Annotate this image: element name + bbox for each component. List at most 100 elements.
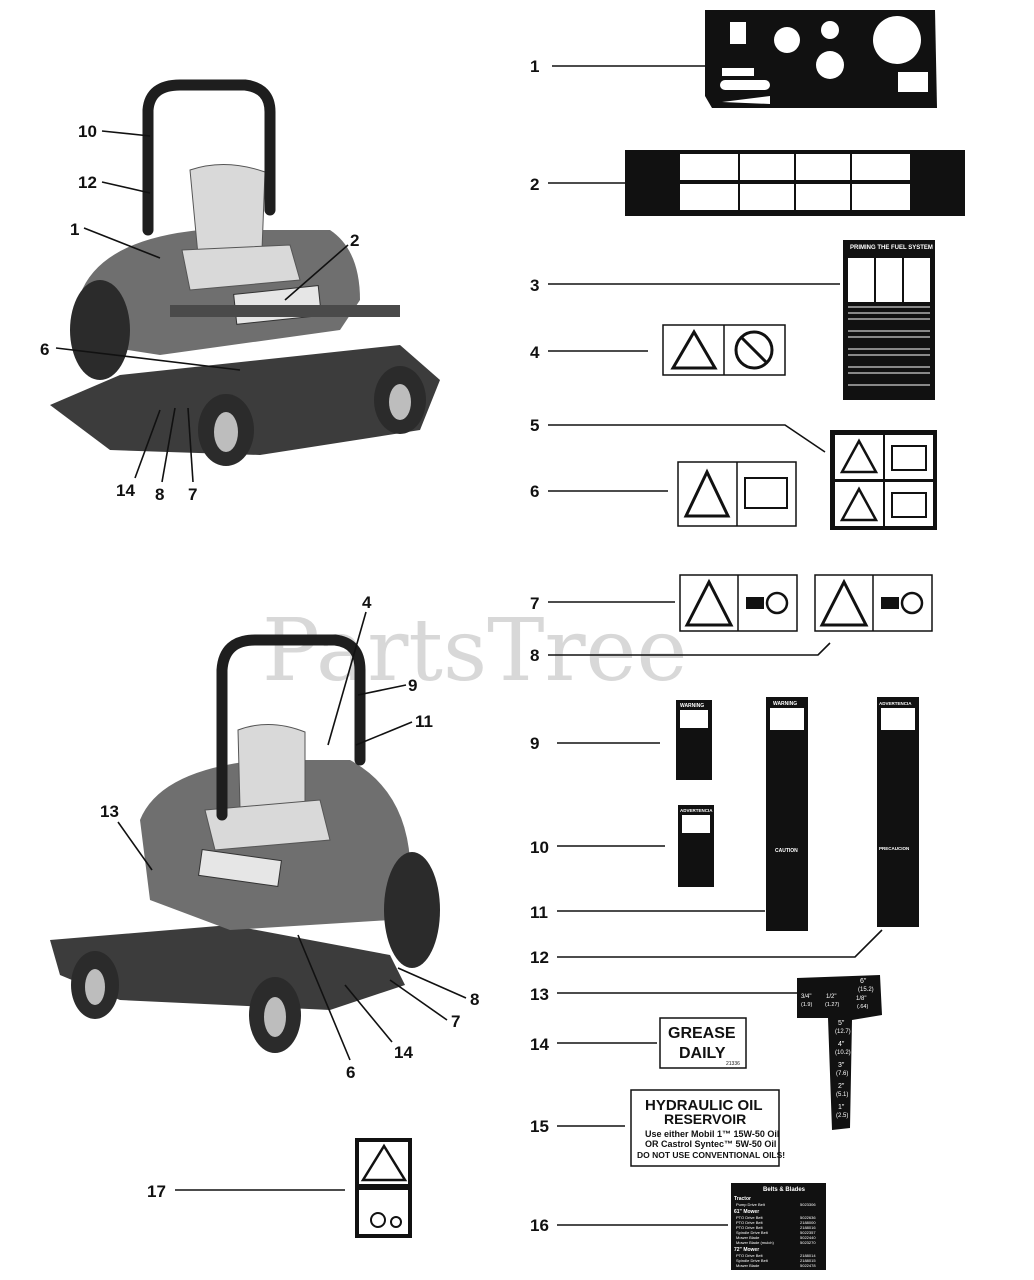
callout-9: 9 xyxy=(408,676,417,695)
decal-callout-17: 17 xyxy=(147,1182,166,1201)
decal-14-grease-daily: GREASE DAILY 21336 xyxy=(659,1017,747,1069)
decal-16-row-no: 2188014 xyxy=(800,1253,816,1258)
decal-12-rops-advertencia: ADVERTENCIA PRECAUCION xyxy=(877,697,919,927)
decal-13-tick-3-4: 3/4" xyxy=(801,994,811,1000)
decal-16-row-no: 2188015 xyxy=(800,1258,816,1263)
decal-13-tick-2-cm: (5.1) xyxy=(836,1092,848,1098)
decal-callout-4: 4 xyxy=(530,343,540,362)
decal-16-row-no: 5023306 xyxy=(800,1202,816,1207)
callouts-bottom-illustration: 4 9 11 13 8 7 14 6 xyxy=(100,593,479,1082)
decal-16-row: Mower Blade xyxy=(736,1263,760,1268)
decal-13-tick-3-cm: (7.6) xyxy=(836,1071,848,1077)
decal-13-tick-4: 4" xyxy=(838,1041,845,1048)
decal-13-tick-3: 3" xyxy=(838,1062,845,1069)
decal-16-row: PTO Drive Belt xyxy=(736,1215,763,1220)
decal-3-title: PRIMING THE FUEL SYSTEM xyxy=(850,245,933,251)
mower-illustration-rear xyxy=(50,634,440,1053)
decal-callout-9: 9 xyxy=(530,734,539,753)
watermark: PartsTree xyxy=(262,601,687,701)
decal-9-rollover-warning: WARNING xyxy=(676,700,712,780)
decal-15-line4: OR Castrol Syntec™ 5W-50 Oil xyxy=(645,1139,776,1149)
decal-13-tick-4-cm: (10.2) xyxy=(835,1050,851,1056)
decal-16-row: PTO Drive Belt xyxy=(736,1225,763,1230)
decal-callout-1: 1 xyxy=(530,57,539,76)
decal-callout-10: 10 xyxy=(530,838,549,857)
decal-11-mid-header: CAUTION xyxy=(775,848,798,854)
decal-16-row-no: 2188016 xyxy=(800,1225,816,1230)
decal-8-belt-warning xyxy=(814,574,933,632)
decal-callout-8: 8 xyxy=(530,646,539,665)
decal-16-row: Spindle Drive Belt xyxy=(736,1258,769,1263)
callout-4: 4 xyxy=(362,593,372,612)
decal-16-row-no: 5022440 xyxy=(800,1235,816,1240)
decal-14-line1: GREASE xyxy=(668,1025,736,1042)
callout-6: 6 xyxy=(40,340,49,359)
decal-callout-13: 13 xyxy=(530,985,549,1004)
decal-callout-7: 7 xyxy=(530,594,539,613)
decal-15-hydraulic-oil: HYDRAULIC OIL RESERVOIR Use either Mobil… xyxy=(630,1089,785,1167)
decal-callout-2: 2 xyxy=(530,175,539,194)
decal-10-header: ADVERTENCIA xyxy=(680,808,713,813)
decal-15-line5: DO NOT USE CONVENTIONAL OILS! xyxy=(637,1150,785,1160)
decal-2-control-strip xyxy=(625,150,965,216)
decal-11-header: WARNING xyxy=(773,701,797,707)
decal-16-row-no: 5022478 xyxy=(800,1263,816,1268)
decal-12-header: ADVERTENCIA xyxy=(879,701,912,706)
decal-4-hot-surface xyxy=(662,324,786,376)
decal-15-line2: RESERVOIR xyxy=(664,1111,746,1127)
decal-7-belt-warning xyxy=(679,574,798,632)
decal-13-tick-1-cm: (2.5) xyxy=(836,1113,848,1119)
decal-callout-14: 14 xyxy=(530,1035,549,1054)
callout-2: 2 xyxy=(350,231,359,250)
decal-13-tick-6: 6" xyxy=(860,978,867,985)
decal-callout-3: 3 xyxy=(530,276,539,295)
callout-1: 1 xyxy=(70,220,79,239)
decal-13-tick-1-2-cm: (1.27) xyxy=(825,1002,840,1008)
decal-13-tick-3-4-cm: (1.9) xyxy=(801,1002,812,1008)
decal-16-sec1: 61" Mower xyxy=(734,1209,759,1215)
decal-14-part-no: 21336 xyxy=(726,1061,740,1067)
decal-11-rops-warning: WARNING CAUTION xyxy=(766,697,808,931)
decal-13-tick-1-8-cm: (.64) xyxy=(857,1004,868,1010)
decal-callout-16: 16 xyxy=(530,1216,549,1235)
callout-13: 13 xyxy=(100,802,119,821)
decal-16-sec0: Tractor xyxy=(734,1196,751,1202)
callouts-top-illustration: 10 12 1 2 6 14 8 7 xyxy=(40,122,359,504)
decal-callout-11: 11 xyxy=(530,903,548,922)
decal-13-tick-6-cm: (15.2) xyxy=(858,987,874,993)
decal-callout-12: 12 xyxy=(530,948,549,967)
decal-16-row: Spindle Drive Belt xyxy=(736,1230,769,1235)
callout-14: 14 xyxy=(116,481,135,500)
decal-13-height-gauge: 6" (15.2) 5" (12.7) 4" (10.2) 3" (7.6) 2… xyxy=(797,975,882,1130)
decal-16-row: PTO Drive Belt xyxy=(736,1220,763,1225)
decal-15-line1: HYDRAULIC OIL xyxy=(645,1097,763,1114)
decal-16-row-no: 5022357 xyxy=(800,1230,816,1235)
callout-7b: 7 xyxy=(451,1012,460,1031)
decal-12-mid-header: PRECAUCION xyxy=(879,846,909,851)
callout-6b: 6 xyxy=(346,1063,355,1082)
mower-illustration-front xyxy=(50,79,440,466)
decal-16-row: Pump Drive Belt xyxy=(736,1202,766,1207)
decal-16-title: Belts & Blades xyxy=(763,1187,806,1193)
decal-13-tick-5: 5" xyxy=(838,1020,845,1027)
decal-6-crush-manual xyxy=(677,461,797,527)
decal-16-row: PTO Drive Belt xyxy=(736,1253,763,1258)
callout-12: 12 xyxy=(78,173,97,192)
callout-11: 11 xyxy=(415,712,433,731)
decal-14-line2: DAILY xyxy=(679,1045,726,1062)
decal-13-tick-1-2: 1/2" xyxy=(826,994,836,1000)
callout-10: 10 xyxy=(78,122,97,141)
decal-5-fire-manual xyxy=(830,430,937,530)
decal-16-row-no: 5022636 xyxy=(800,1215,816,1220)
decal-3-priming: PRIMING THE FUEL SYSTEM xyxy=(843,240,935,400)
callout-7: 7 xyxy=(188,485,197,504)
decal-1-dash-panel xyxy=(705,10,937,108)
decal-callout-6: 6 xyxy=(530,482,539,501)
decal-16-belts-blades: Belts & Blades Tractor Pump Drive Belt 5… xyxy=(731,1183,826,1270)
decal-13-tick-1: 1" xyxy=(838,1104,845,1111)
decal-13-tick-5-cm: (12.7) xyxy=(835,1029,851,1035)
decal-16-row-no: 2188000 xyxy=(800,1220,816,1225)
decal-9-header: WARNING xyxy=(680,703,704,709)
callout-8: 8 xyxy=(155,485,164,504)
